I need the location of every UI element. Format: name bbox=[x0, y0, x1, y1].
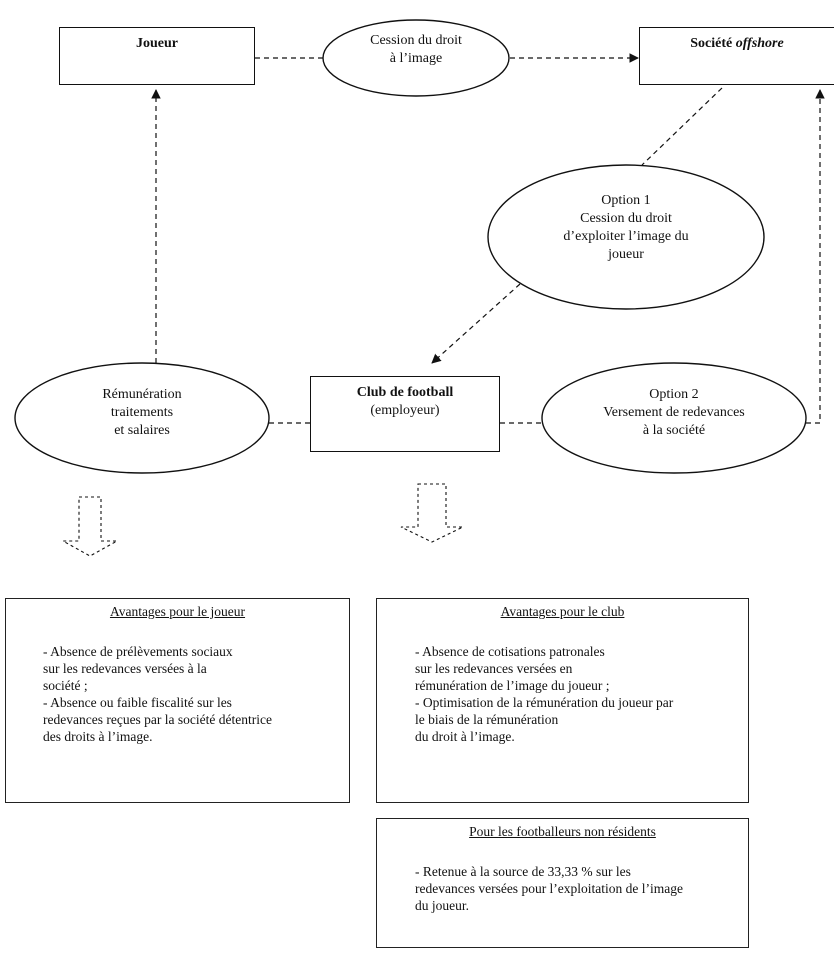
option2-line-2: Versement de redevances bbox=[603, 405, 745, 420]
club-label: Club de football (employeur) bbox=[310, 384, 500, 420]
panel-non-residents-line: - Retenue à la source de 33,33 % sur les bbox=[415, 864, 631, 879]
panel-club-line: le biais de la rémunération bbox=[415, 712, 559, 727]
panel-joueur-benefits: Avantages pour le joueur - Absence de pr… bbox=[5, 598, 350, 803]
arrow-option1-club bbox=[431, 283, 521, 364]
panel-club-benefits: Avantages pour le club - Absence de coti… bbox=[376, 598, 749, 803]
panel-non-residents-title: Pour les footballeurs non résidents bbox=[469, 824, 656, 839]
societe-label: Société offshore bbox=[639, 35, 834, 53]
panel-non-residents-body: - Retenue à la source de 33,33 % sur les… bbox=[415, 863, 683, 914]
down-arrow-joueur-benefits bbox=[60, 496, 120, 557]
option1-line-1: Option 1 bbox=[601, 193, 651, 208]
panel-club-title: Avantages pour le club bbox=[500, 604, 625, 619]
option2-ellipse bbox=[541, 362, 807, 474]
panel-non-residents: Pour les footballeurs non résidents - Re… bbox=[376, 818, 749, 948]
option1-line-2: Cession du droit bbox=[580, 211, 672, 226]
panel-joueur-title: Avantages pour le joueur bbox=[109, 604, 246, 619]
panel-joueur-line: des droits à l’image. bbox=[43, 729, 153, 744]
cession-line-2: à l’image bbox=[389, 51, 443, 66]
panel-non-residents-line: redevances versées pour l’exploitation d… bbox=[415, 881, 684, 896]
club-box bbox=[310, 376, 500, 452]
panel-non-residents-line: du joueur. bbox=[415, 898, 469, 913]
cession-label: Cession du droit à l’image bbox=[336, 32, 496, 68]
arrow-option2-societe bbox=[806, 89, 825, 424]
joueur-box bbox=[59, 27, 255, 85]
club-title: Club de football bbox=[356, 385, 454, 400]
panel-club-line: sur les redevances versées en bbox=[415, 661, 573, 676]
option1-ellipse bbox=[487, 164, 765, 310]
option1-line-3: d’exploiter l’image du bbox=[563, 229, 689, 244]
panel-joueur-line: sur les redevances versées à la bbox=[43, 661, 207, 676]
cession-line-1: Cession du droit bbox=[370, 33, 462, 48]
down-arrow-club-benefits bbox=[400, 483, 464, 543]
connector-societe-option1 bbox=[641, 87, 723, 166]
panel-club-line: - Optimisation de la rémunération du jou… bbox=[415, 695, 674, 710]
panel-club-line: rémunération de l’image du joueur ; bbox=[415, 678, 610, 693]
societe-label-name: Société bbox=[690, 36, 733, 51]
joueur-label: Joueur bbox=[136, 36, 178, 51]
option1-label: Option 1 Cession du droit d’exploiter l’… bbox=[512, 192, 740, 264]
panel-club-line: - Absence de cotisations patronales bbox=[415, 644, 605, 659]
remuneration-label: Rémunération traitements et salaires bbox=[52, 386, 232, 440]
panel-club-line: du droit à l’image. bbox=[415, 729, 515, 744]
societe-label-offshore: offshore bbox=[735, 36, 784, 51]
societe-box bbox=[639, 27, 834, 85]
option2-line-3: à la société bbox=[642, 423, 706, 438]
remuneration-line-3: et salaires bbox=[114, 423, 170, 438]
panel-joueur-body: - Absence de prélèvements sociaux sur le… bbox=[43, 643, 272, 745]
option2-label: Option 2 Versement de redevances à la so… bbox=[574, 386, 774, 440]
remuneration-ellipse bbox=[14, 362, 270, 474]
remuneration-line-1: Rémunération bbox=[102, 387, 182, 402]
panel-joueur-line: - Absence de prélèvements sociaux bbox=[43, 644, 233, 659]
panel-club-body: - Absence de cotisations patronales sur … bbox=[415, 643, 673, 745]
remuneration-line-2: traitements bbox=[110, 405, 174, 420]
panel-joueur-line: société ; bbox=[43, 678, 88, 693]
option1-line-4: joueur bbox=[608, 247, 644, 262]
panel-joueur-line: redevances reçues par la société détentr… bbox=[43, 712, 272, 727]
club-subtitle: (employeur) bbox=[370, 403, 440, 418]
option2-line-1: Option 2 bbox=[649, 387, 699, 402]
panel-joueur-line: - Absence ou faible fiscalité sur les bbox=[43, 695, 232, 710]
